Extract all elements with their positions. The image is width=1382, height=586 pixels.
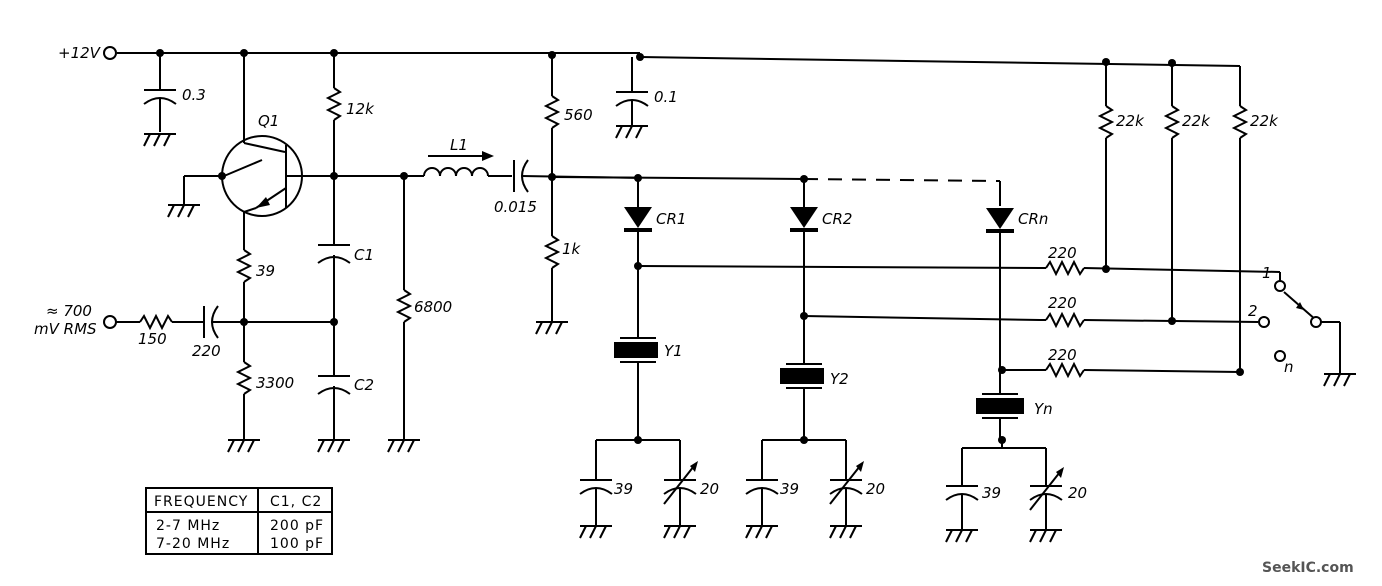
switch-contact-1[interactable] — [1274, 280, 1286, 292]
emitter-resistor2-label: 3300 — [256, 374, 294, 392]
input-terminal[interactable] — [103, 315, 117, 329]
collector-resistor-label: 12k — [346, 100, 375, 118]
rf-bus — [551, 174, 1001, 206]
series-resistor-n: 220 — [1040, 346, 1241, 379]
trim-fixed-n-label: 39 — [982, 484, 1001, 502]
ground-icon — [1029, 529, 1062, 543]
ground-icon — [535, 321, 568, 335]
pullup-resistor-2: 22k — [1163, 63, 1211, 325]
input-capacitor-label: 220 — [192, 342, 221, 360]
divider-bottom-label: 1k — [562, 240, 582, 258]
bypass-capacitor-label: 0.1 — [654, 88, 678, 106]
shunt-resistor-label: 6800 — [414, 298, 452, 316]
input-network: ≈ 700 mV RMS 150 220 — [34, 302, 244, 360]
ground-icon — [829, 525, 862, 539]
trim-var-1-label: 20 — [700, 480, 719, 498]
channel-n: CRn Yn 39 20 — [945, 208, 1087, 530]
switch-pos-1-label: 1 — [1262, 264, 1272, 282]
table-cell: 200 pF — [270, 518, 324, 534]
base-ground-wire — [183, 175, 222, 205]
input-label-line2: mV RMS — [34, 320, 97, 338]
series-resistor-1: 220 — [1040, 244, 1281, 277]
c1-label: C1 — [354, 246, 374, 264]
ground-icon — [317, 439, 350, 453]
table-cell: 2-7 MHz — [156, 518, 220, 534]
c2-label: C2 — [354, 376, 374, 394]
table-cell: 100 pF — [270, 536, 324, 552]
inductor-l1: L1 — [404, 136, 512, 177]
diode-cr2-label: CR2 — [822, 210, 852, 228]
switch-pos-2-label: 2 — [1248, 302, 1258, 320]
crystal-y1-label: Y1 — [664, 342, 683, 360]
ground-icon — [663, 525, 696, 539]
switch-contact-n[interactable] — [1274, 350, 1286, 362]
series-resistor-2: 220 — [1040, 294, 1259, 329]
ground-icon — [745, 525, 778, 539]
pullup-2-label: 22k — [1182, 112, 1211, 130]
shunt-resistor: 6800 — [395, 172, 452, 440]
collector-resistor: 12k — [325, 53, 375, 180]
diode-crn-label: CRn — [1018, 210, 1048, 228]
transistor-label: Q1 — [258, 112, 279, 130]
capacitor-c1: C1 — [317, 176, 374, 326]
coupling-capacitor-label: 0.015 — [494, 198, 537, 216]
channel-1: CR1 Y1 39 20 — [579, 178, 1041, 526]
ground-icon — [615, 125, 648, 139]
pullup-n-label: 22k — [1250, 112, 1279, 130]
capacitor-c2: C2 — [317, 322, 374, 440]
supply-terminal[interactable] — [103, 46, 117, 60]
switch-contact-2[interactable] — [1258, 316, 1270, 328]
ground-icon — [1323, 373, 1356, 387]
coupling-capacitor: 0.015 — [494, 159, 641, 216]
inductor-label: L1 — [450, 136, 468, 154]
diode-cr1-label: CR1 — [656, 210, 686, 228]
series-resistor-2-label: 220 — [1048, 294, 1077, 312]
series-resistor-1-label: 220 — [1048, 244, 1077, 262]
supply-label: +12V — [58, 44, 102, 62]
bias-divider: 560 1k — [543, 55, 593, 322]
supply-capacitor-label: 0.3 — [182, 86, 206, 104]
ground-icon — [387, 439, 420, 453]
pullup-resistor-n: 22k — [1231, 66, 1279, 376]
table-header-frequency: FREQUENCY — [154, 494, 248, 510]
ground-icon — [167, 204, 200, 218]
ground-icon — [945, 529, 978, 543]
supply-capacitor: 0.3 — [143, 53, 206, 132]
trim-var-2-label: 20 — [866, 480, 885, 498]
emitter-resistor-label: 39 — [256, 262, 275, 280]
emitter-resistor-3300: 3300 — [235, 322, 294, 440]
input-label-line1: ≈ 700 — [46, 302, 92, 320]
input-resistor-label: 150 — [138, 330, 167, 348]
trim-fixed-2-label: 39 — [780, 480, 799, 498]
ground-icon — [227, 439, 260, 453]
ground-symbols — [143, 125, 1356, 543]
table-cell: 7-20 MHz — [156, 536, 230, 552]
emitter-resistor-39: 39 — [235, 249, 275, 326]
transistor-q1: Q1 — [218, 53, 404, 250]
crystal-yn-label: Yn — [1034, 400, 1053, 418]
switch-pos-n-label: n — [1284, 358, 1294, 376]
crystal-y2-label: Y2 — [830, 370, 849, 388]
pullup-1-label: 22k — [1116, 112, 1145, 130]
channel-switch[interactable]: 1 2 n — [1248, 264, 1341, 376]
bypass-capacitor: 0.1 — [615, 57, 678, 126]
ground-icon — [143, 133, 176, 147]
trim-fixed-1-label: 39 — [614, 480, 633, 498]
divider-top-label: 560 — [564, 106, 593, 124]
series-resistor-n-label: 220 — [1048, 346, 1077, 364]
pullup-resistor-1: 22k — [1097, 62, 1145, 273]
watermark: SeekIC.com — [1262, 560, 1354, 576]
channel-2: CR2 Y2 39 20 — [745, 179, 1041, 526]
table-header-capacitors: C1, C2 — [270, 494, 322, 510]
trim-var-n-label: 20 — [1068, 484, 1087, 502]
frequency-table: FREQUENCY C1, C2 2-7 MHz 200 pF 7-20 MHz… — [145, 487, 333, 555]
supply-rail: +12V — [58, 44, 1241, 67]
ground-icon — [579, 525, 612, 539]
